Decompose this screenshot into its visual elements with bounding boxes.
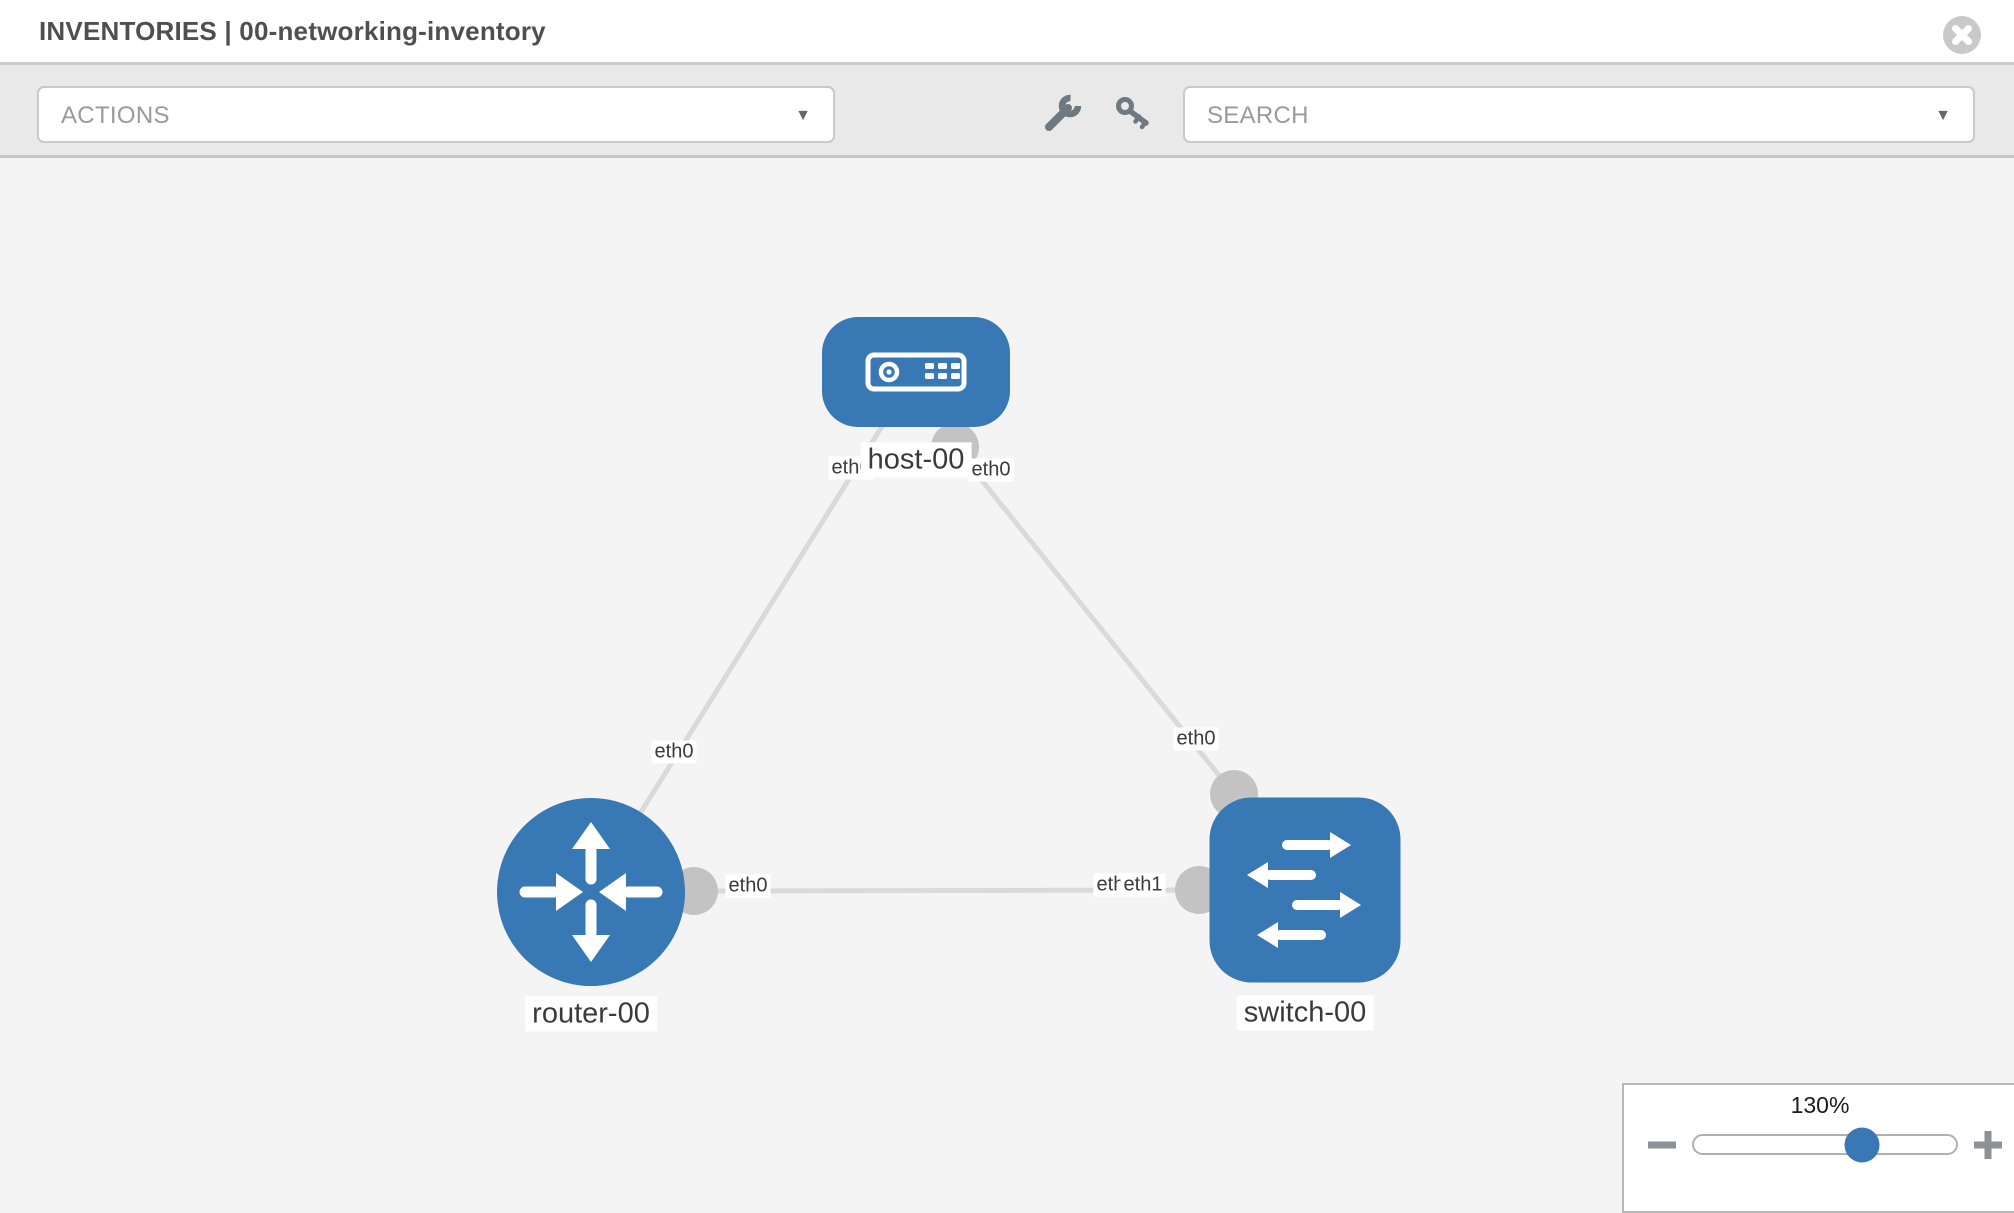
- key-icon: [1116, 97, 1149, 130]
- toolbar: ACTIONS ▼ SEARCH ▼: [0, 65, 2014, 158]
- zoom-percent-label: 130%: [1790, 1092, 1850, 1118]
- actions-dropdown-label: ACTIONS: [61, 102, 170, 129]
- plus-icon: [1971, 1128, 2005, 1162]
- node-switch-00[interactable]: [1209, 797, 1401, 983]
- link-host-00-switch-00: [953, 445, 1236, 796]
- zoom-panel: 130%: [1622, 1083, 2014, 1213]
- router-icon: [519, 822, 663, 962]
- node-host-00[interactable]: [822, 317, 1010, 427]
- chevron-down-icon: ▼: [1935, 107, 1951, 124]
- actions-dropdown[interactable]: ACTIONS ▼: [37, 86, 835, 143]
- link-router-00-switch-00: [693, 887, 1200, 894]
- close-icon: [1952, 25, 1972, 45]
- wrench-icon: [1045, 94, 1082, 131]
- wrench-button[interactable]: [1041, 91, 1085, 135]
- node-router-00[interactable]: [497, 798, 685, 986]
- chevron-down-icon: ▼: [795, 107, 811, 124]
- interface-connector: [931, 423, 979, 471]
- page-header: INVENTORIES | 00-networking-inventory: [0, 0, 2014, 65]
- close-button[interactable]: [1943, 16, 1981, 54]
- page-title: INVENTORIES | 00-networking-inventory: [39, 16, 546, 46]
- zoom-out-button[interactable]: [1645, 1131, 1679, 1159]
- host-icon: [865, 352, 967, 392]
- zoom-in-button[interactable]: [1971, 1128, 2005, 1162]
- key-button[interactable]: [1111, 91, 1155, 135]
- zoom-slider-handle[interactable]: [1844, 1127, 1880, 1162]
- search-dropdown[interactable]: SEARCH ▼: [1183, 86, 1975, 143]
- minus-icon: [1645, 1141, 1679, 1149]
- search-dropdown-label: SEARCH: [1207, 102, 1309, 129]
- zoom-slider-track[interactable]: [1692, 1127, 1958, 1162]
- switch-icon: [1247, 832, 1361, 948]
